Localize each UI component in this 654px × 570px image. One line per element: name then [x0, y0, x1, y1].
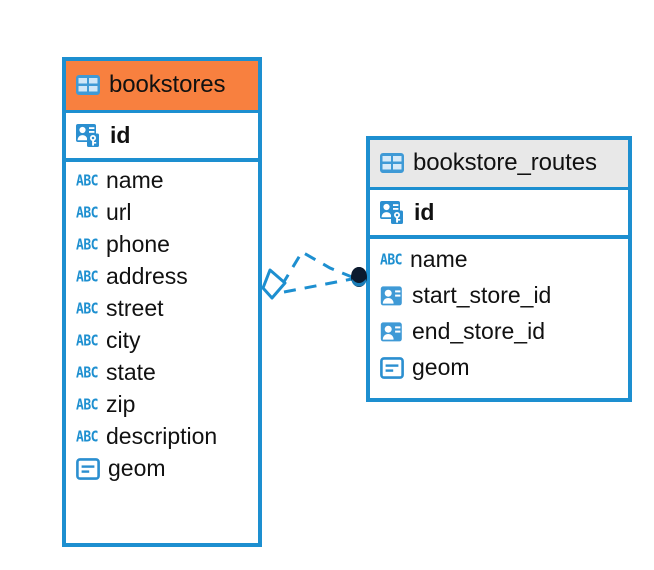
field-row-id[interactable]: id — [370, 190, 628, 235]
field-name-label: state — [105, 359, 156, 386]
field-row-name[interactable]: ABC name — [66, 165, 258, 197]
field-row-state[interactable]: ABC state — [66, 357, 258, 389]
field-name-label: url — [105, 199, 132, 226]
field-name-label: name — [409, 246, 468, 273]
primary-key-section-bookstores: id — [66, 113, 258, 162]
primary-key-icon — [380, 200, 406, 225]
field-row-geom[interactable]: geom — [66, 453, 258, 485]
foreign-key-icon — [380, 285, 404, 307]
field-row-start-store-id[interactable]: start_store_id — [370, 278, 628, 314]
field-row-name[interactable]: ABC name — [370, 242, 628, 278]
primary-key-section-bookstore-routes: id — [370, 190, 628, 239]
field-row-geom[interactable]: geom — [370, 350, 628, 386]
table-icon — [380, 153, 404, 173]
diamond-marker[interactable] — [261, 268, 287, 300]
field-name-label: phone — [105, 231, 170, 258]
field-row-description[interactable]: ABC description — [66, 421, 258, 453]
geometry-icon — [380, 357, 404, 379]
field-name-label: city — [105, 327, 141, 354]
abc-text-icon: ABC — [76, 332, 98, 350]
relationship-line-upper — [280, 249, 353, 286]
filled-circle-marker[interactable] — [351, 267, 367, 287]
field-name-label: address — [105, 263, 188, 290]
field-name-label: end_store_id — [412, 318, 545, 345]
field-name-label: id — [414, 198, 435, 225]
entity-bookstore-routes[interactable]: bookstore_routes — [366, 136, 632, 402]
abc-text-icon: ABC — [76, 428, 98, 446]
entity-name-label: bookstores — [109, 71, 226, 99]
abc-text-icon: ABC — [76, 396, 98, 414]
foreign-key-icon — [380, 321, 404, 343]
primary-key-icon — [76, 123, 102, 148]
field-row-street[interactable]: ABC street — [66, 293, 258, 325]
field-name-label: geom — [108, 455, 166, 482]
field-row-zip[interactable]: ABC zip — [66, 389, 258, 421]
field-row-end-store-id[interactable]: end_store_id — [370, 314, 628, 350]
field-name-label: name — [105, 167, 164, 194]
entity-name-label: bookstore_routes — [413, 149, 597, 177]
entity-header-bookstore-routes[interactable]: bookstore_routes — [370, 140, 628, 190]
abc-text-icon: ABC — [76, 300, 98, 318]
entity-bookstores[interactable]: bookstores — [62, 57, 262, 547]
field-row-phone[interactable]: ABC phone — [66, 229, 258, 261]
entity-header-bookstores[interactable]: bookstores — [66, 61, 258, 113]
abc-text-icon: ABC — [380, 251, 402, 269]
field-name-label: start_store_id — [412, 282, 552, 309]
fields-section-bookstores: ABC name ABC url ABC phone ABC address A… — [66, 162, 258, 485]
abc-text-icon: ABC — [76, 236, 98, 254]
field-row-city[interactable]: ABC city — [66, 325, 258, 357]
abc-text-icon: ABC — [76, 204, 98, 222]
table-icon — [76, 75, 100, 95]
field-name-label: description — [105, 423, 218, 450]
relationship-line-lower — [283, 277, 353, 294]
field-name-label: geom — [412, 354, 470, 381]
fields-section-bookstore-routes: ABC name start_store_id — [370, 239, 628, 386]
abc-text-icon: ABC — [76, 172, 98, 190]
field-name-label: zip — [105, 391, 136, 418]
field-row-address[interactable]: ABC address — [66, 261, 258, 293]
geometry-icon — [76, 458, 100, 480]
field-name-label: street — [105, 295, 164, 322]
abc-text-icon: ABC — [76, 268, 98, 286]
field-row-id[interactable]: id — [66, 113, 258, 158]
field-row-url[interactable]: ABC url — [66, 197, 258, 229]
abc-text-icon: ABC — [76, 364, 98, 382]
field-name-label: id — [110, 121, 131, 148]
